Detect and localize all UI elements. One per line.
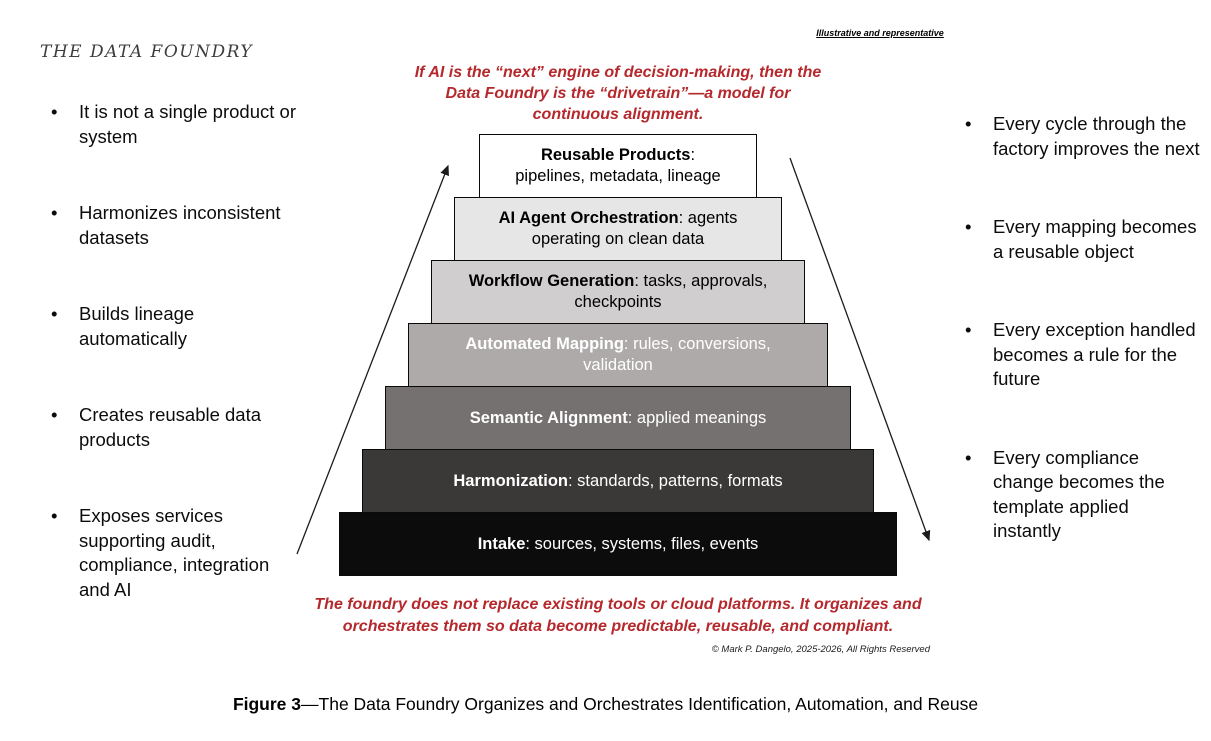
layer-label: Semantic Alignment: applied meanings — [469, 408, 767, 427]
illustrative-annotation: Illustrative and representative — [816, 28, 944, 38]
pyramid-layer-semantic-alignment: Semantic Alignment: applied meanings — [385, 386, 851, 450]
list-item: Every exception handled becomes a rule f… — [962, 318, 1200, 392]
layer-label: Reusable Products: pipelines, metadata, … — [515, 146, 721, 185]
pyramid-layer-intake: Intake: sources, systems, files, events — [339, 512, 897, 576]
right-bullet-list: Every cycle through the factory improves… — [962, 112, 1200, 598]
figure-caption-text: —The Data Foundry Organizes and Orchestr… — [301, 694, 979, 714]
pyramid-layer-harmonization: Harmonization: standards, patterns, form… — [362, 449, 874, 513]
list-item: Every compliance change becomes the temp… — [962, 446, 1200, 544]
top-red-note: If AI is the “next” engine of decision-m… — [414, 64, 822, 123]
layer-label: Harmonization: standards, patterns, form… — [453, 471, 783, 490]
list-item: Harmonizes inconsistent datasets — [48, 201, 298, 250]
list-item: Creates reusable data products — [48, 403, 298, 452]
list-item: Every cycle through the factory improves… — [962, 112, 1200, 161]
figure-caption: Figure 3—The Data Foundry Organizes and … — [0, 694, 1211, 715]
copyright-text: © Mark P. Dangelo, 2025-2026, All Rights… — [711, 644, 930, 655]
pyramid-layer-automated-mapping: Automated Mapping: rules, conversions, v… — [408, 323, 828, 387]
pyramid-layer-workflow-generation: Workflow Generation: tasks, approvals, c… — [431, 260, 805, 324]
pyramid-layer-ai-agent-orchestration: AI Agent Orchestration: agents operating… — [454, 197, 782, 261]
list-item: It is not a single product or system — [48, 100, 298, 149]
layer-label: Workflow Generation: tasks, approvals, c… — [468, 272, 768, 311]
layer-label: Intake: sources, systems, files, events — [477, 534, 759, 553]
left-bullet-list: It is not a single product or system Har… — [48, 100, 298, 654]
figure-caption-label: Figure 3 — [232, 694, 302, 714]
pyramid-layer-reusable-products: Reusable Products: pipelines, metadata, … — [479, 134, 757, 198]
list-item: Every mapping becomes a reusable object — [962, 215, 1200, 264]
layer-label: AI Agent Orchestration: agents operating… — [498, 209, 738, 248]
page-title: THE DATA FOUNDRY — [40, 42, 254, 62]
down-arrow-icon — [789, 157, 931, 542]
layer-label: Automated Mapping: rules, conversions, v… — [465, 335, 771, 374]
up-arrow-icon — [296, 164, 449, 555]
bottom-red-note: The foundry does not replace existing to… — [314, 596, 922, 635]
list-item: Builds lineage automatically — [48, 302, 298, 351]
list-item: Exposes services supporting audit, compl… — [48, 504, 298, 602]
